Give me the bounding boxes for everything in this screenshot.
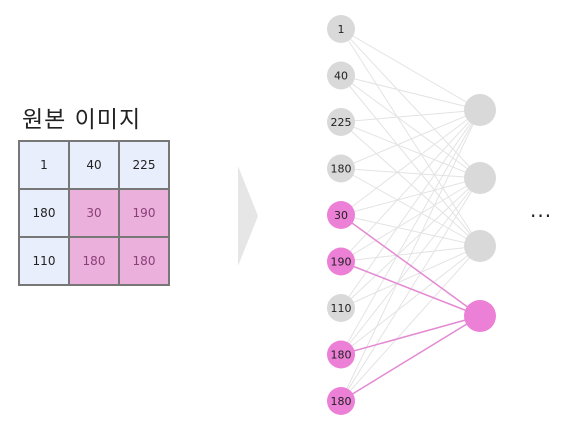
input-node-label: 225 xyxy=(331,116,352,129)
edge-line xyxy=(340,168,481,247)
input-layer: 1 40 225 180 30 190 110 180 180 xyxy=(327,15,355,415)
grid-cell: 110 xyxy=(18,236,70,286)
edge-line xyxy=(340,109,481,169)
grid-cell: 1 xyxy=(18,140,70,190)
input-node-label: 190 xyxy=(331,256,352,269)
input-node-label: 1 xyxy=(338,23,345,36)
input-node: 225 xyxy=(327,108,355,136)
highlighted-edge-line xyxy=(340,315,481,356)
input-node-circle xyxy=(327,294,355,322)
grid-cell: 180 xyxy=(68,236,120,286)
input-node-circle xyxy=(327,387,355,415)
edge-line xyxy=(340,121,481,179)
edge-line xyxy=(340,75,481,111)
output-node xyxy=(464,300,496,332)
input-node: 30 xyxy=(327,201,355,229)
edge-line xyxy=(340,121,481,247)
arrow-right-icon xyxy=(238,166,258,266)
edge-line xyxy=(340,28,481,111)
input-node-circle xyxy=(327,154,355,183)
image-title: 원본 이미지 xyxy=(22,107,142,133)
edge-line xyxy=(340,109,481,355)
grid-cell: 180 xyxy=(18,188,70,238)
edge-line xyxy=(340,214,481,247)
input-node: 180 xyxy=(327,340,355,369)
edge-line xyxy=(340,177,481,309)
input-node: 180 xyxy=(327,154,355,183)
grid-cell: 190 xyxy=(118,188,170,238)
grid-cell: 40 xyxy=(68,140,120,190)
grid-cell: 180 xyxy=(118,236,170,286)
input-node-label: 110 xyxy=(331,302,352,315)
input-node-label: 30 xyxy=(334,209,348,222)
highlighted-edge-line xyxy=(340,214,481,317)
output-node xyxy=(464,162,496,194)
input-node: 190 xyxy=(327,247,355,276)
edge-line xyxy=(340,109,481,123)
edge-line xyxy=(340,75,481,179)
input-node-label: 180 xyxy=(331,349,352,362)
highlighted-edge-line xyxy=(340,315,481,402)
input-node-circle xyxy=(327,61,355,90)
edge-line xyxy=(340,245,481,262)
output-node xyxy=(464,230,496,262)
edge-line xyxy=(340,177,481,216)
input-node-circle xyxy=(327,340,355,369)
grid-cell: 225 xyxy=(118,140,170,190)
input-node-label: 40 xyxy=(334,70,348,83)
edge-line xyxy=(340,245,481,355)
output-node xyxy=(464,94,496,126)
edge-line xyxy=(340,28,481,179)
input-node-label: 180 xyxy=(331,395,352,408)
output-layer xyxy=(464,94,496,332)
edge-line xyxy=(340,245,481,402)
edge-line xyxy=(340,28,481,247)
ellipsis-label: ... xyxy=(530,198,553,222)
edge-line xyxy=(340,109,481,262)
highlighted-edge-line xyxy=(340,260,481,317)
edge-line xyxy=(340,75,481,247)
input-node: 180 xyxy=(327,387,355,415)
connection-edges xyxy=(340,28,481,402)
input-node-circle xyxy=(327,15,355,43)
edge-line xyxy=(340,245,481,309)
input-node-circle xyxy=(327,201,355,229)
input-node-label: 180 xyxy=(331,163,352,176)
edge-line xyxy=(340,109,481,402)
edge-line xyxy=(340,168,481,179)
input-node-circle xyxy=(327,108,355,136)
input-node: 40 xyxy=(327,61,355,90)
edge-line xyxy=(340,109,481,309)
edge-line xyxy=(340,109,481,216)
edge-line xyxy=(340,177,481,262)
grid-cell: 30 xyxy=(68,188,120,238)
input-node-circle xyxy=(327,247,355,276)
input-node: 1 xyxy=(327,15,355,43)
input-node: 110 xyxy=(327,294,355,322)
